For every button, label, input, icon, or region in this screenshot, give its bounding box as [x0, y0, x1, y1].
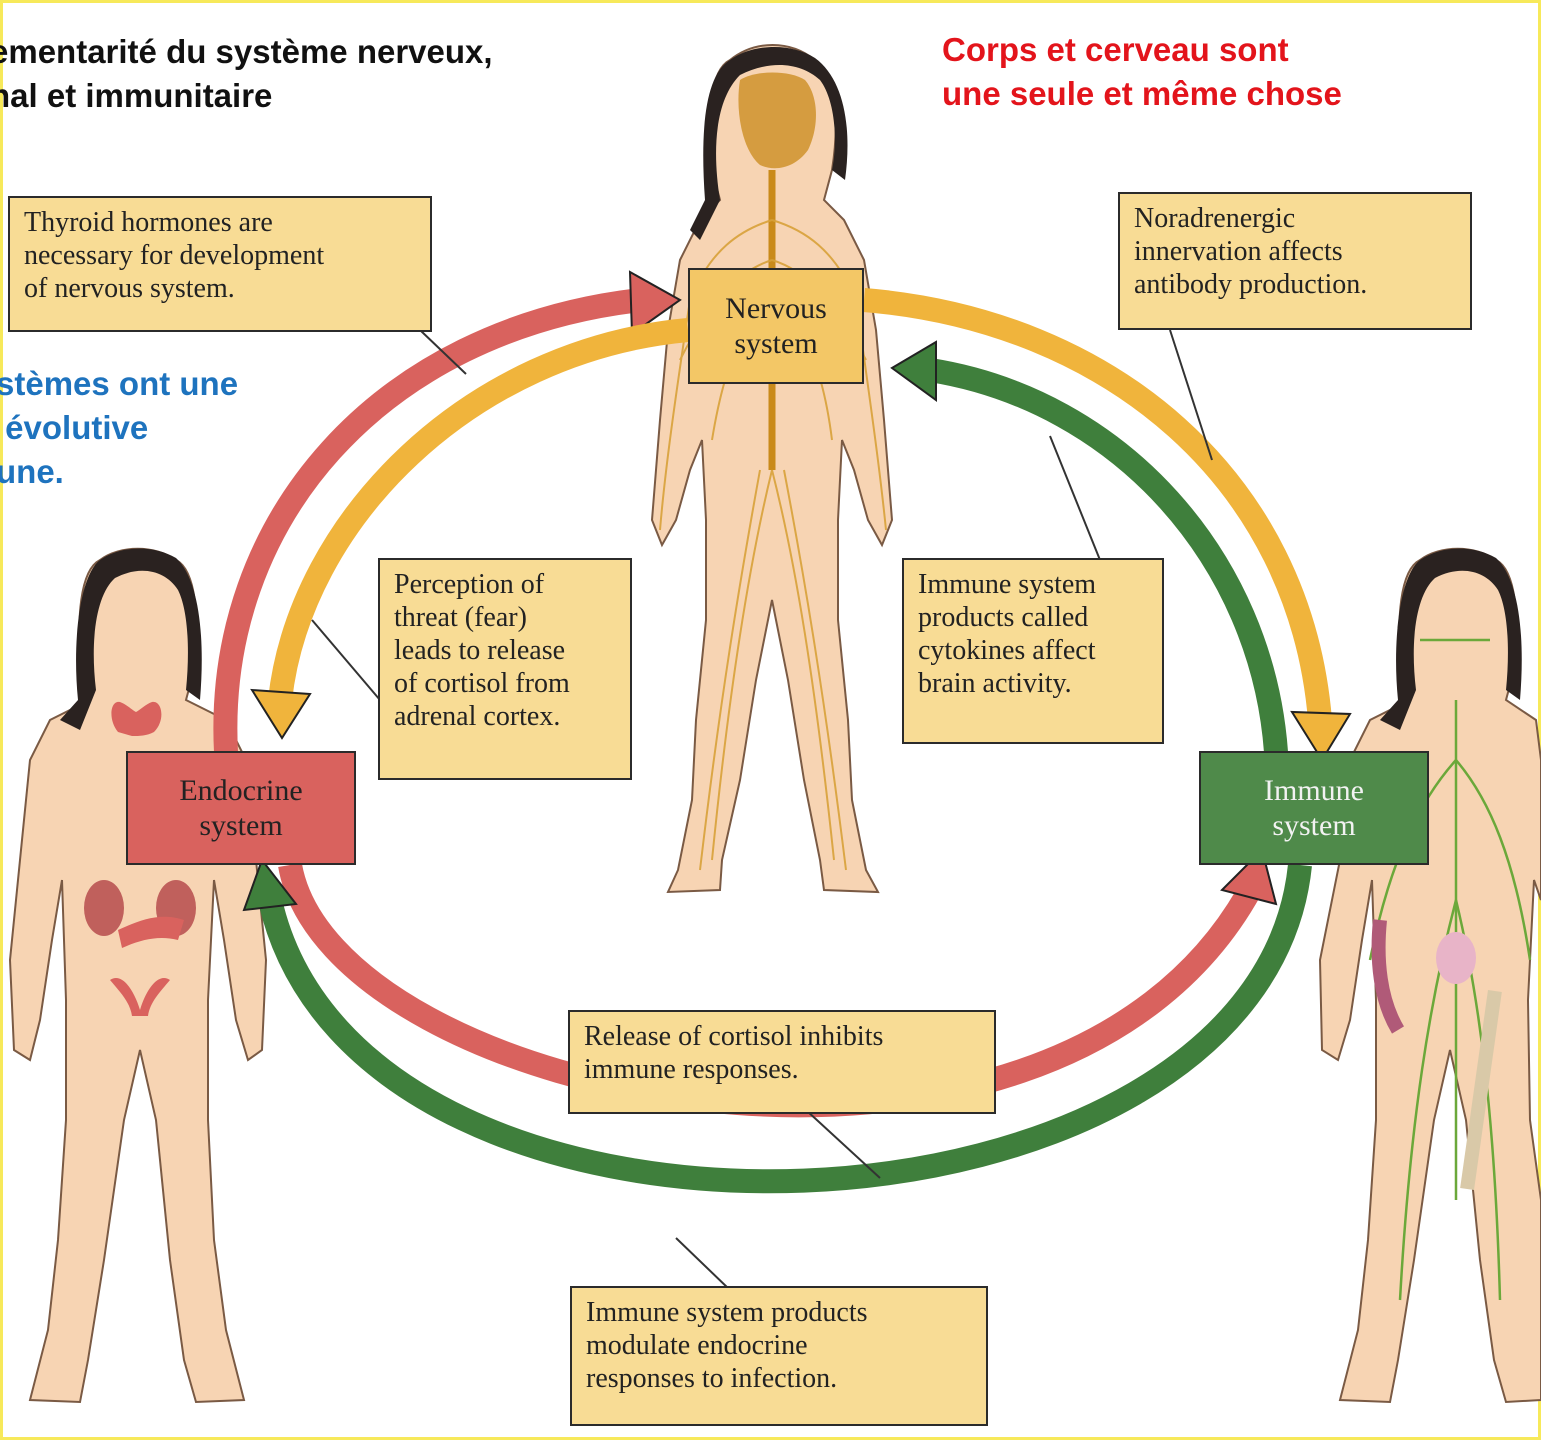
- heading-evolution-line1: stèmes ont une: [0, 362, 238, 406]
- nervous-system-label-line1: Nervous: [725, 291, 827, 326]
- heading-body-brain-line2: une seule et même chose: [942, 72, 1342, 116]
- callout-perception-line: adrenal cortex.: [394, 700, 616, 733]
- endocrine-system-label-line2: system: [179, 808, 302, 843]
- callout-thyroid-line: Thyroid hormones are: [24, 206, 416, 239]
- immune-figure: [1320, 548, 1541, 1402]
- immune-system-box: Immune system: [1199, 751, 1429, 865]
- heading-complementarity: ementarité du système nerveux, nal et im…: [0, 30, 493, 118]
- callout-perception-line: threat (fear): [394, 601, 616, 634]
- callout-modulate-line: Immune system products: [586, 1296, 972, 1329]
- nervous-system-label-line2: system: [725, 326, 827, 361]
- callout-perception-line: leads to release: [394, 634, 616, 667]
- callout-modulate-line: responses to infection.: [586, 1362, 972, 1395]
- callout-thyroid-line: necessary for development: [24, 239, 416, 272]
- arrow-head-immune-to-nervous: [892, 342, 936, 400]
- callout-thyroid-line: of nervous system.: [24, 272, 416, 305]
- heading-evolution-line2: évolutive: [0, 406, 238, 450]
- callout-cytokines-line: brain activity.: [918, 667, 1148, 700]
- callout-noradrenergic-line: antibody production.: [1134, 268, 1456, 301]
- callout-cytokines-line: Immune system: [918, 568, 1148, 601]
- arrow-head-nervous-to-endocrine: [252, 690, 310, 738]
- nervous-figure: [652, 45, 892, 892]
- endocrine-system-box: Endocrine system: [126, 751, 356, 865]
- heading-evolution-line3: une.: [0, 450, 238, 494]
- callout-noradrenergic-line: Noradrenergic: [1134, 202, 1456, 235]
- callout-cortisol-line: Release of cortisol inhibits: [584, 1020, 980, 1053]
- callout-noradrenergic-line: innervation affects: [1134, 235, 1456, 268]
- callout-cytokines: Immune system products called cytokines …: [902, 558, 1164, 744]
- heading-body-brain: Corps et cerveau sont une seule et même …: [942, 28, 1342, 116]
- callout-perception-line: of cortisol from: [394, 667, 616, 700]
- endocrine-system-label-line1: Endocrine: [179, 773, 302, 808]
- callout-noradrenergic: Noradrenergic innervation affects antibo…: [1118, 192, 1472, 330]
- nervous-system-box: Nervous system: [688, 268, 864, 384]
- heading-complementarity-line2: nal et immunitaire: [0, 74, 493, 118]
- callout-thyroid: Thyroid hormones are necessary for devel…: [8, 196, 432, 332]
- callout-cytokines-line: cytokines affect: [918, 634, 1148, 667]
- callout-modulate-line: modulate endocrine: [586, 1329, 972, 1362]
- callout-perception: Perception of threat (fear) leads to rel…: [378, 558, 632, 780]
- callout-cortisol: Release of cortisol inhibits immune resp…: [568, 1010, 996, 1114]
- callout-cytokines-line: products called: [918, 601, 1148, 634]
- immune-system-label-line1: Immune: [1264, 773, 1364, 808]
- callout-cortisol-line: immune responses.: [584, 1053, 980, 1086]
- immune-system-label-line2: system: [1264, 808, 1364, 843]
- callout-perception-line: Perception of: [394, 568, 616, 601]
- heading-body-brain-line1: Corps et cerveau sont: [942, 28, 1342, 72]
- heading-evolution: stèmes ont une évolutive une.: [0, 362, 238, 494]
- heading-complementarity-line1: ementarité du système nerveux,: [0, 30, 493, 74]
- callout-modulate: Immune system products modulate endocrin…: [570, 1286, 988, 1426]
